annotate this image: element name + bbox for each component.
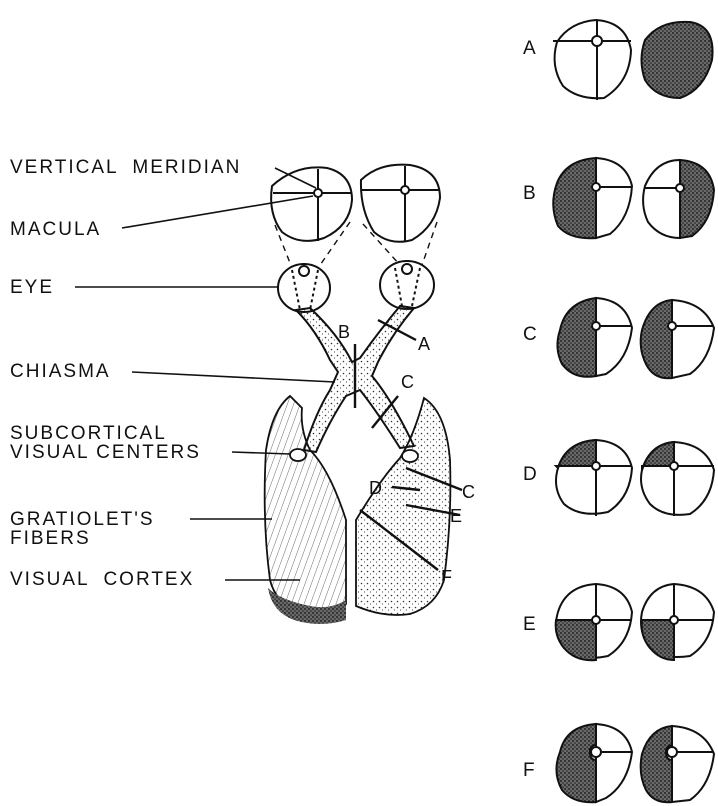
row-label-d: D <box>523 464 537 486</box>
label-macula: MACULA <box>10 220 101 240</box>
lesion-label-b: B <box>338 322 350 343</box>
row-label-f: F <box>523 760 535 782</box>
label-gratiolet-1: GRATIOLET'S <box>10 510 155 530</box>
lesion-label-c-upper: C <box>401 372 414 393</box>
right-eye <box>380 261 434 309</box>
field-row-c <box>557 298 714 378</box>
field-row-d <box>556 440 714 516</box>
label-vertical-meridian: VERTICAL MERIDIAN <box>10 158 241 178</box>
label-subcortical-2: VISUAL CENTERS <box>10 443 201 463</box>
label-subcortical-1: SUBCORTICAL <box>10 424 167 444</box>
left-eye <box>278 264 330 312</box>
label-gratiolet-2: FIBERS <box>10 529 91 549</box>
label-chiasma: CHIASMA <box>10 362 111 382</box>
lesion-label-d: D <box>369 478 382 499</box>
top-field-right <box>361 165 440 242</box>
row-label-a: A <box>523 38 536 60</box>
lesion-label-f: F <box>441 567 452 588</box>
left-hemisphere <box>265 396 346 624</box>
field-row-e <box>556 584 714 660</box>
field-row-b <box>553 158 714 238</box>
lesion-label-e: E <box>450 506 462 527</box>
top-field-left <box>271 167 352 241</box>
lesion-label-c-lower: C <box>462 482 475 503</box>
row-label-b: B <box>523 183 536 205</box>
lesion-label-a: A <box>418 334 430 355</box>
row-label-e: E <box>523 614 536 636</box>
label-eye: EYE <box>10 278 54 298</box>
row-label-c: C <box>523 324 537 346</box>
field-row-a <box>553 20 713 100</box>
label-visual-cortex: VISUAL CORTEX <box>10 570 194 590</box>
field-row-f <box>556 724 714 802</box>
